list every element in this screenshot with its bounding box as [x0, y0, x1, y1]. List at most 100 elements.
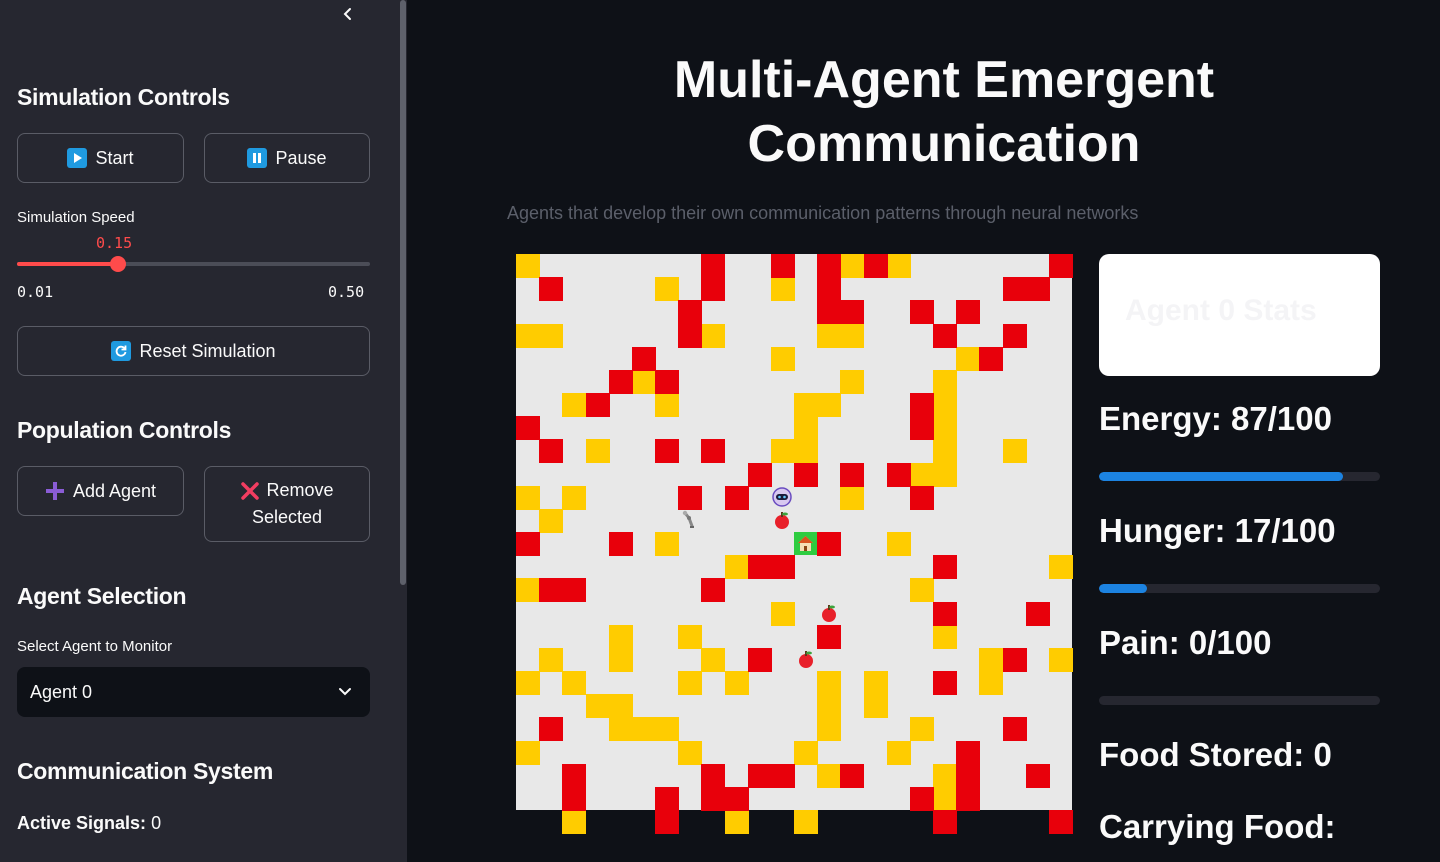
select-agent-label: Select Agent to Monitor: [17, 638, 173, 655]
obstacle-cell: [909, 393, 934, 417]
simulation-controls-heading: Simulation Controls: [17, 84, 230, 110]
chevron-left-icon: [343, 8, 351, 20]
play-icon: [67, 148, 88, 168]
resource-cell: [608, 647, 633, 672]
resource-cell: [886, 254, 911, 278]
resource-cell: [724, 671, 749, 695]
obstacle-cell: [747, 647, 772, 672]
resource-cell: [794, 416, 818, 441]
resource-cell: [794, 439, 818, 464]
obstacle-cell: [794, 462, 818, 487]
agent-select[interactable]: Agent 0: [17, 667, 370, 717]
sidebar-scrollbar[interactable]: [399, 0, 407, 862]
resource-cell: [655, 277, 679, 302]
agent-select-value: Agent 0: [30, 681, 93, 702]
resource-cell: [979, 671, 1004, 695]
resource-cell: [562, 810, 587, 834]
resource-cell: [631, 369, 656, 394]
obstacle-cell: [1002, 323, 1027, 348]
obstacle-cell: [933, 671, 957, 695]
population-controls-heading: Population Controls: [17, 417, 232, 443]
sidebar: Simulation Controls Start Pause Simulati…: [0, 0, 407, 862]
obstacle-cell: [747, 462, 772, 487]
selected-label: Selected: [251, 507, 323, 527]
apple-icon: [771, 509, 794, 532]
carrying-food-label: Carrying Food:: [1099, 808, 1336, 845]
active-signals-value: 0: [151, 813, 162, 833]
pain-bar: [1099, 696, 1380, 705]
resource-cell: [608, 624, 633, 649]
obstacle-cell: [840, 462, 865, 487]
obstacle-cell: [956, 300, 981, 325]
slider-thumb[interactable]: [109, 256, 126, 272]
cross-icon: [241, 481, 260, 500]
resource-cell: [724, 810, 749, 834]
obstacle-cell: [747, 763, 772, 788]
apple-icon: [817, 602, 840, 625]
resource-cell: [608, 694, 633, 719]
chevron-down-icon: [339, 688, 351, 696]
resource-cell: [886, 532, 911, 556]
resource-cell: [840, 323, 865, 348]
obstacle-cell: [840, 763, 865, 788]
resource-cell: [956, 346, 981, 371]
obstacle-cell: [724, 485, 749, 510]
resource-cell: [1002, 439, 1027, 464]
resource-cell: [933, 763, 957, 788]
obstacle-cell: [678, 300, 703, 325]
obstacle-cell: [562, 763, 587, 788]
obstacle-cell: [770, 555, 795, 580]
agent-stats-title: Agent 0 Stats: [1125, 294, 1317, 327]
agent-selection-heading: Agent Selection: [17, 583, 187, 609]
obstacle-cell: [678, 485, 703, 510]
obstacle-cell: [770, 254, 795, 278]
resource-cell: [562, 671, 587, 695]
world-grid: [516, 254, 1073, 834]
communication-system-heading: Communication System: [17, 758, 273, 784]
start-button[interactable]: Start: [17, 133, 184, 183]
obstacle-cell: [539, 717, 564, 742]
robot-agent-icon: [771, 486, 794, 509]
pain-label: Pain: 0/100: [1099, 624, 1272, 661]
reset-simulation-button[interactable]: Reset Simulation: [17, 326, 370, 376]
obstacle-cell: [817, 277, 842, 302]
resource-cell: [678, 740, 703, 765]
obstacle-cell: [585, 393, 610, 417]
resource-cell: [701, 323, 726, 348]
obstacle-cell: [909, 485, 934, 510]
obstacle-cell: [933, 601, 957, 626]
pause-button[interactable]: Pause: [204, 133, 370, 183]
resource-cell: [817, 694, 842, 719]
resource-cell: [1048, 555, 1073, 580]
obstacle-cell: [956, 740, 981, 765]
energy-bar: [1099, 472, 1380, 481]
resource-cell: [933, 624, 957, 649]
active-signals: Active Signals: 0: [17, 813, 161, 834]
obstacle-cell: [539, 578, 564, 603]
obstacle-cell: [701, 786, 726, 811]
collapse-sidebar-button[interactable]: [336, 2, 360, 26]
obstacle-cell: [909, 300, 934, 325]
obstacle-cell: [840, 300, 865, 325]
remove-selected-button[interactable]: Remove Selected: [204, 466, 370, 542]
hunger-bar: [1099, 584, 1380, 593]
add-agent-button[interactable]: Add Agent: [17, 466, 184, 516]
resource-cell: [678, 624, 703, 649]
resource-cell: [794, 393, 818, 417]
resource-cell: [724, 555, 749, 580]
obstacle-cell: [770, 763, 795, 788]
resource-cell: [516, 323, 540, 348]
obstacle-cell: [933, 555, 957, 580]
resource-cell: [933, 786, 957, 811]
obstacle-cell: [724, 786, 749, 811]
resource-cell: [701, 647, 726, 672]
simulation-speed-slider[interactable]: [17, 256, 370, 272]
resource-cell: [608, 717, 633, 742]
resource-cell: [840, 369, 865, 394]
scrollbar-thumb[interactable]: [400, 0, 406, 585]
pause-icon: [247, 148, 268, 168]
resource-cell: [863, 694, 888, 719]
resource-cell: [817, 717, 842, 742]
obstacle-cell: [909, 786, 934, 811]
resource-cell: [840, 254, 865, 278]
